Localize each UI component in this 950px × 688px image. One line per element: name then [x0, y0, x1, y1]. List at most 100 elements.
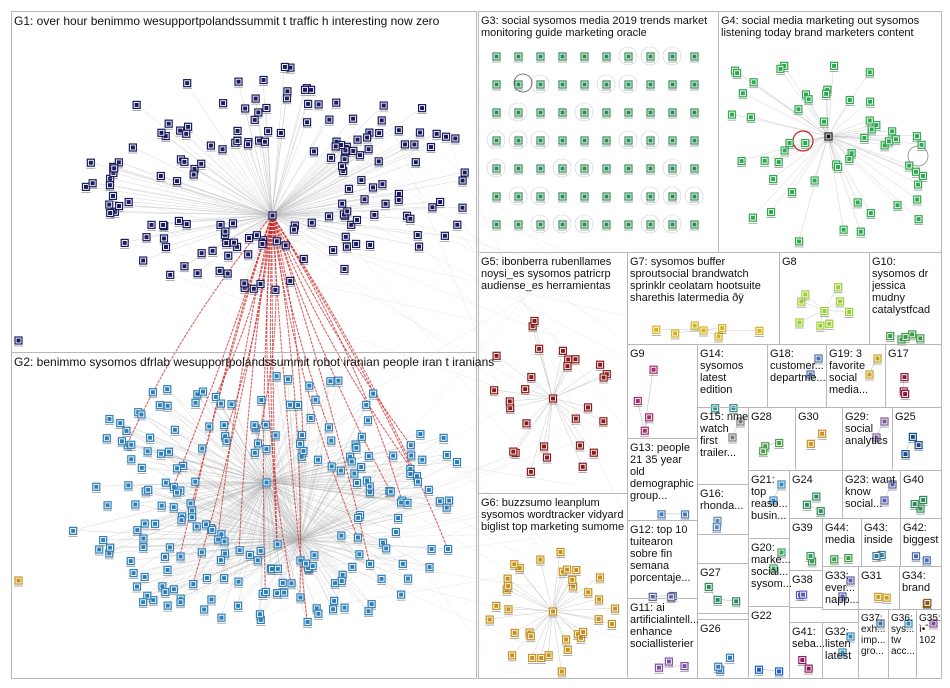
g3-node[interactable]	[690, 108, 699, 119]
g1-node[interactable]	[193, 269, 203, 279]
g4-node[interactable]	[865, 97, 875, 108]
g1-node[interactable]	[457, 203, 467, 214]
g2-node[interactable]	[132, 582, 142, 593]
g6-node[interactable]	[503, 582, 513, 592]
g8-node[interactable]	[844, 307, 854, 318]
g3-node[interactable]	[514, 192, 523, 203]
g2-node[interactable]	[327, 462, 337, 473]
g1-node[interactable]	[289, 225, 299, 236]
g2-node[interactable]	[129, 568, 139, 579]
g2-node[interactable]	[190, 477, 200, 488]
g6-node[interactable]	[507, 651, 517, 662]
g3-node[interactable]	[602, 164, 611, 175]
g3-node[interactable]	[558, 164, 567, 175]
g5-node[interactable]	[526, 373, 536, 383]
g15-node[interactable]	[736, 417, 745, 428]
g1-node[interactable]	[88, 179, 98, 190]
g3-node[interactable]	[646, 136, 655, 147]
g2-node[interactable]	[143, 485, 153, 496]
g20-node[interactable]	[769, 564, 778, 575]
g4-node[interactable]	[760, 156, 770, 167]
g2-node[interactable]	[452, 457, 462, 468]
g4-node[interactable]	[865, 116, 875, 127]
g3-node[interactable]	[668, 220, 677, 231]
g2-node[interactable]	[162, 385, 172, 395]
g1-node[interactable]	[220, 227, 230, 238]
g3-node[interactable]	[624, 52, 633, 63]
g1-node[interactable]	[86, 158, 96, 169]
g3-node[interactable]	[536, 136, 545, 147]
g6-node[interactable]	[610, 604, 620, 615]
g15-node[interactable]	[728, 433, 737, 444]
g2-node[interactable]	[442, 503, 452, 514]
g3-node[interactable]	[668, 52, 677, 63]
g1-node[interactable]	[440, 231, 450, 242]
g2-node[interactable]	[364, 607, 374, 618]
g1-node[interactable]	[179, 157, 189, 168]
g1-isolate-node[interactable]	[14, 336, 23, 347]
g2-node[interactable]	[415, 429, 425, 440]
g2-node[interactable]	[402, 498, 412, 509]
g3-node[interactable]	[602, 108, 611, 119]
g2-node[interactable]	[245, 550, 255, 561]
g42-node[interactable]	[922, 556, 932, 567]
g2-node[interactable]	[368, 389, 378, 400]
g2-node[interactable]	[138, 534, 148, 545]
g30-node[interactable]	[817, 429, 827, 440]
g1-node[interactable]	[261, 103, 271, 114]
g3-node[interactable]	[580, 192, 589, 203]
g1-node[interactable]	[342, 207, 352, 218]
g7-node[interactable]	[651, 325, 661, 336]
g3-node[interactable]	[492, 164, 501, 175]
g2-node[interactable]	[150, 519, 160, 530]
g1-node[interactable]	[240, 104, 250, 115]
g6-node[interactable]	[485, 615, 495, 626]
g1-node[interactable]	[156, 128, 166, 139]
g1-node[interactable]	[108, 191, 118, 202]
g2-node[interactable]	[202, 573, 212, 584]
g4-node[interactable]	[913, 180, 923, 191]
g2-node[interactable]	[157, 501, 167, 512]
g5-node[interactable]	[571, 414, 581, 425]
g2-node[interactable]	[352, 478, 362, 489]
g27-node[interactable]	[704, 582, 714, 593]
g2-node[interactable]	[396, 590, 406, 601]
g2-node[interactable]	[136, 410, 146, 421]
g23-node[interactable]	[888, 480, 897, 491]
g1-node[interactable]	[441, 132, 451, 143]
g1-node[interactable]	[182, 79, 192, 89]
g3-node[interactable]	[580, 108, 589, 119]
g1-node[interactable]	[234, 77, 244, 88]
g7-node[interactable]	[717, 324, 727, 334]
g19-node[interactable]	[873, 354, 882, 365]
g2-node[interactable]	[310, 395, 320, 406]
g3-node[interactable]	[624, 220, 633, 231]
g1-node[interactable]	[394, 195, 404, 206]
g1-node[interactable]	[257, 239, 267, 250]
g8-node[interactable]	[800, 290, 810, 301]
g22-node[interactable]	[774, 667, 784, 678]
g2-node[interactable]	[278, 578, 288, 589]
g2-node[interactable]	[393, 513, 403, 524]
g3-node[interactable]	[602, 136, 611, 147]
g1-node[interactable]	[314, 100, 324, 111]
g3-node[interactable]	[492, 108, 501, 119]
g2-node[interactable]	[148, 596, 158, 606]
g1-node[interactable]	[409, 140, 419, 151]
g2-node[interactable]	[413, 477, 423, 488]
g4-node[interactable]	[829, 61, 839, 72]
g3-node[interactable]	[514, 80, 523, 91]
g1-node[interactable]	[124, 197, 134, 208]
g1-node[interactable]	[276, 128, 286, 139]
g6-node[interactable]	[535, 555, 545, 566]
g42-node[interactable]	[911, 552, 921, 563]
g11-node[interactable]	[664, 657, 674, 668]
g5-node[interactable]	[520, 385, 530, 395]
g1-node[interactable]	[165, 270, 175, 281]
g2-node[interactable]	[287, 579, 297, 590]
g2-node[interactable]	[336, 466, 346, 477]
g2-isolate-node[interactable]	[14, 576, 23, 587]
g6-node[interactable]	[594, 595, 604, 606]
g3-node[interactable]	[580, 52, 589, 63]
g3-node[interactable]	[558, 136, 567, 147]
